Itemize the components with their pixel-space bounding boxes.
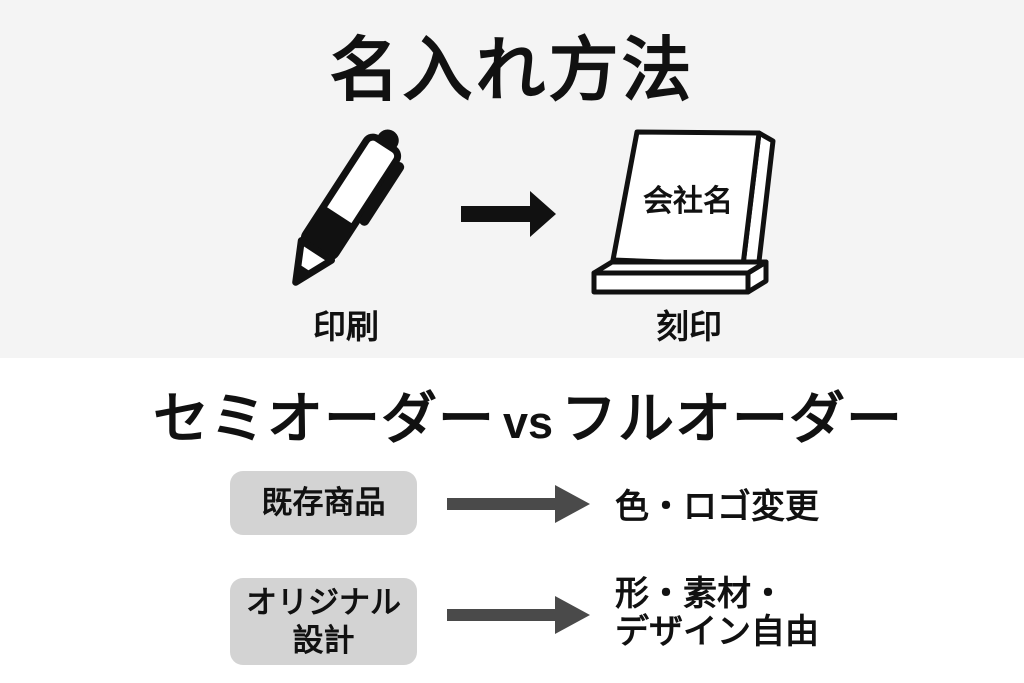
plaque-icon: 会社名: [586, 124, 788, 296]
semi-order-result: 色・ロゴ変更: [615, 488, 819, 526]
page-title: 名入れ方法: [329, 31, 695, 109]
full-order-result: 形・素材・ デザイン自由: [615, 575, 819, 651]
full-order-box-line2: 設計: [292, 622, 355, 658]
comparison-title-left: セミオーダー: [152, 387, 495, 450]
naming-method-section: 名入れ方法: [0, 0, 1024, 358]
comparison-title-right: フルオーダー: [561, 387, 904, 450]
plaque-icon-svg: 会社名: [591, 129, 776, 295]
full-order-result-line1: 形・素材・: [615, 575, 785, 613]
full-order-box-line1: オリジナル: [246, 584, 401, 620]
arrow-right-icon: [447, 483, 590, 525]
full-order-box: オリジナル 設計: [230, 578, 417, 665]
print-label: 印刷: [313, 308, 379, 345]
arrow-right-icon: [461, 191, 557, 237]
pen-icon-svg: [292, 129, 405, 286]
semi-order-box: 既存商品: [230, 471, 417, 535]
semi-order-result-line: 色・ロゴ変更: [615, 488, 819, 526]
plaque-engraved-text: 会社名: [643, 185, 733, 218]
semi-order-box-label: 既存商品: [261, 485, 386, 520]
pen-icon: [266, 113, 418, 305]
comparison-title-vs: vs: [502, 397, 554, 448]
arrow-right-icon: [447, 594, 590, 636]
engrave-label: 刻印: [656, 308, 722, 345]
full-order-result-line2: デザイン自由: [615, 613, 819, 651]
